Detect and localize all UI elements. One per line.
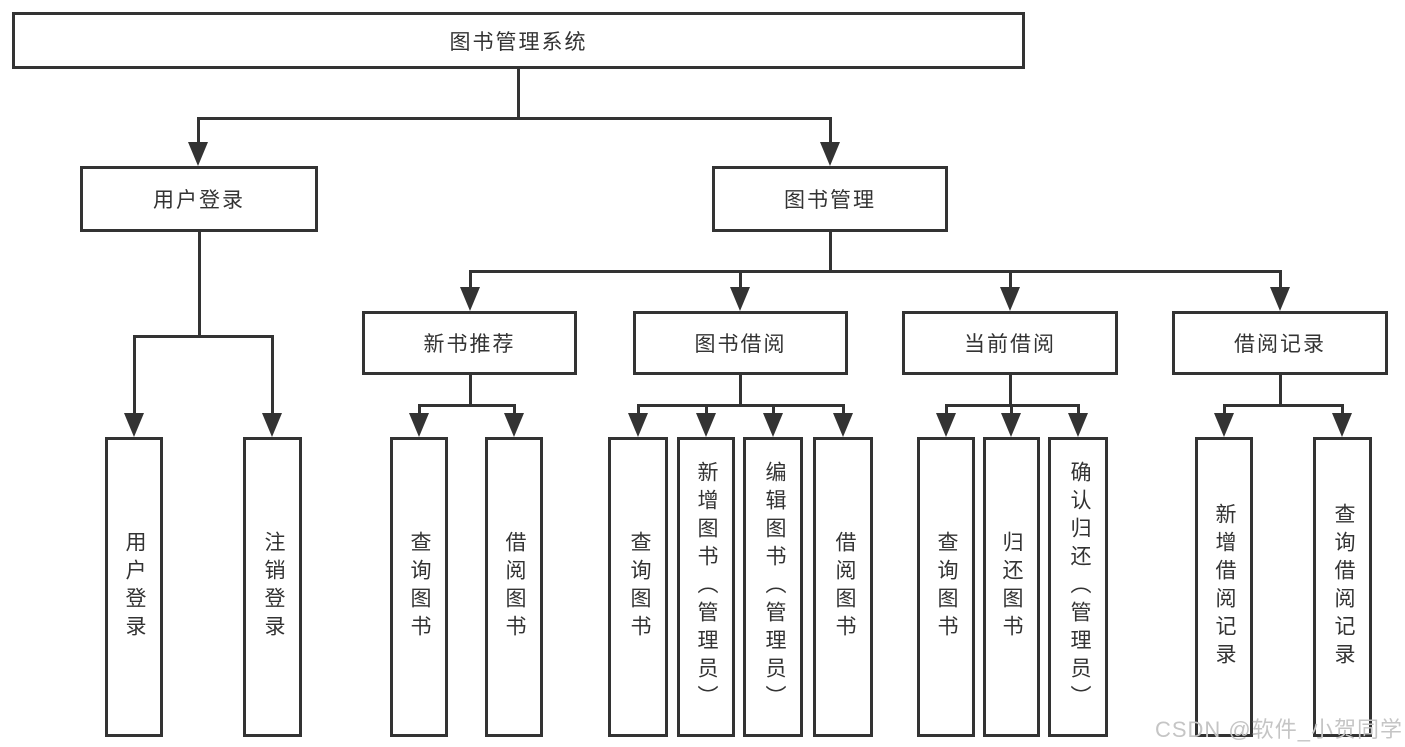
arrowhead-leaf [409,413,429,437]
leaf-logout-login: 注销登录 [243,437,302,737]
node-user-login: 用户登录 [80,166,318,232]
connector-drop-book-management [829,117,832,145]
node-book-borrowing: 图书借阅 [633,311,848,375]
connector-drop [1077,404,1080,415]
leaf-borrow-books-borrowing: 借阅图书 [813,437,873,737]
connector-drop [513,404,516,415]
connector-drop [1223,404,1226,415]
connector-bus-new-book [418,404,516,407]
arrowhead-book-borrowing [730,287,750,311]
arrowhead-leaf [1214,413,1234,437]
connector-drop [637,404,640,415]
arrowhead-leaf [1001,413,1021,437]
arrowhead-leaf [696,413,716,437]
connector-book-management-drop [829,232,832,273]
arrowhead-leaf [833,413,853,437]
connector-bus-borrowing-records [1223,404,1344,407]
arrowhead-leaf-user-login [124,413,144,437]
node-book-management: 图书管理 [712,166,948,232]
connector-drop-current-borrowing [1009,270,1012,289]
connector-drop-leaf-user-login [133,335,136,415]
leaf-confirm-return-admin: 确认归还（管理员） [1048,437,1108,737]
connector-borrowing-records-drop [1279,375,1282,406]
leaf-query-books-recommend: 查询图书 [390,437,448,737]
node-library-system: 图书管理系统 [12,12,1025,69]
connector-bus-level2 [197,117,832,120]
connector-current-borrowing-drop [1009,375,1012,406]
connector-drop-user-login [197,117,200,145]
leaf-return-book: 归还图书 [983,437,1040,737]
arrowhead-new-book [460,287,480,311]
arrowhead-leaf [1068,413,1088,437]
connector-drop [772,404,775,415]
node-borrowing-records: 借阅记录 [1172,311,1388,375]
connector-drop [842,404,845,415]
connector-drop [945,404,948,415]
csdn-watermark: CSDN @软件_小贺同学 [1154,717,1403,742]
arrowhead-leaf-logout [262,413,282,437]
arrowhead-user-login [188,142,208,166]
node-current-borrowing: 当前借阅 [902,311,1118,375]
leaf-query-books-current: 查询图书 [917,437,975,737]
arrowhead-leaf [1332,413,1352,437]
node-new-book-recommendation: 新书推荐 [362,311,577,375]
arrowhead-current-borrowing [1000,287,1020,311]
leaf-add-borrow-record: 新增借阅记录 [1195,437,1253,737]
arrowhead-borrowing-records [1270,287,1290,311]
connector-book-borrowing-drop [739,375,742,406]
connector-drop [1010,404,1013,415]
connector-drop-new-book [469,270,472,289]
connector-drop [705,404,708,415]
connector-drop [1341,404,1344,415]
connector-drop-leaf-logout [271,335,274,415]
leaf-query-borrow-record: 查询借阅记录 [1313,437,1372,737]
connector-bus-user-login [133,335,274,338]
arrowhead-leaf [763,413,783,437]
leaf-edit-book-admin: 编辑图书（管理员） [743,437,803,737]
arrowhead-leaf [936,413,956,437]
connector-root-drop [517,69,520,119]
arrowhead-book-management [820,142,840,166]
connector-drop-book-borrowing [739,270,742,289]
leaf-add-book-admin: 新增图书（管理员） [677,437,735,737]
arrowhead-leaf [504,413,524,437]
leaf-borrow-books-recommend: 借阅图书 [485,437,543,737]
leaf-user-login: 用户登录 [105,437,163,737]
connector-drop-borrowing-records [1279,270,1282,289]
connector-new-book-drop [469,375,472,406]
arrowhead-leaf [628,413,648,437]
connector-bus-level3 [469,270,1282,273]
connector-drop [418,404,421,415]
leaf-query-books-borrowing: 查询图书 [608,437,668,737]
connector-bus-book-borrowing [637,404,845,407]
connector-user-login-drop [198,232,201,338]
